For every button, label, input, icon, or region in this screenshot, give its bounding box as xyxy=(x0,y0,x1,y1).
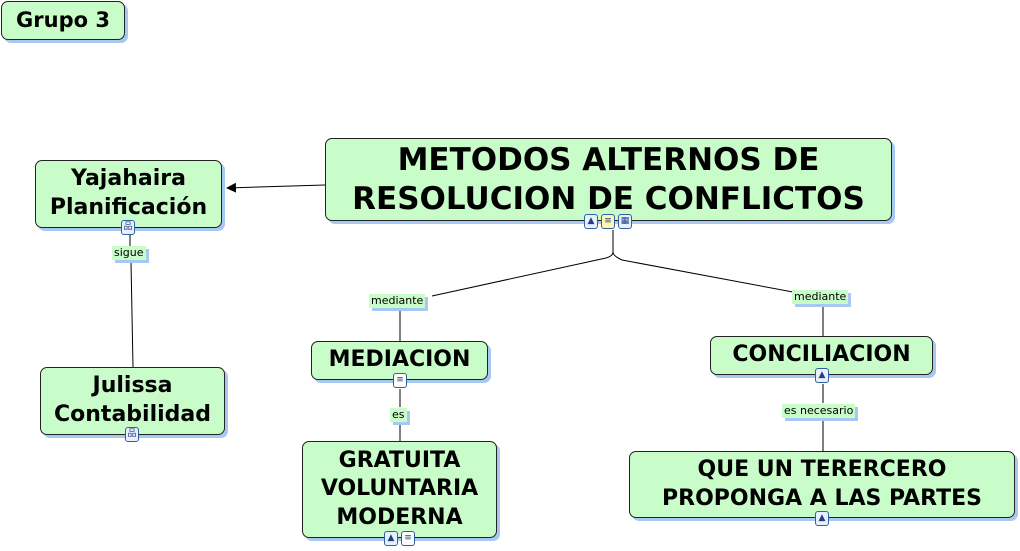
image-resource-icon[interactable]: ▲ xyxy=(815,368,829,383)
document-resource-icon[interactable]: ≡ xyxy=(601,214,615,229)
link-label-mediante[interactable]: mediante xyxy=(792,290,849,304)
node-grupo-3[interactable]: Grupo 3 xyxy=(1,1,125,40)
submap-icon[interactable]: 品 xyxy=(121,220,135,235)
document-resource-icon[interactable]: ≡ xyxy=(393,373,407,388)
document-resource-icon[interactable]: ≡ xyxy=(401,531,415,546)
submap-icon[interactable]: 品 xyxy=(125,427,139,442)
link-label-sigue[interactable]: sigue xyxy=(112,246,146,260)
video-resource-icon[interactable]: ▦ xyxy=(618,214,632,229)
node-gratuita[interactable]: GRATUITA VOLUNTARIA MODERNA xyxy=(302,441,497,538)
image-resource-icon[interactable]: ▲ xyxy=(815,511,829,526)
link-label-es[interactable]: es xyxy=(390,408,407,422)
node-tercero[interactable]: QUE UN TERERCERO PROPONGA A LAS PARTES xyxy=(629,451,1015,518)
link-label-es-necesario[interactable]: es necesario xyxy=(782,404,856,418)
node-yajahaira[interactable]: Yajahaira Planificación xyxy=(35,160,222,228)
image-resource-icon[interactable]: ▲ xyxy=(384,531,398,546)
link-label-mediante[interactable]: mediante xyxy=(369,294,426,308)
node-julissa[interactable]: Julissa Contabilidad xyxy=(40,367,225,435)
node-metodos-alternos[interactable]: METODOS ALTERNOS DE RESOLUCION DE CONFLI… xyxy=(325,138,892,221)
image-resource-icon[interactable]: ▲ xyxy=(584,214,598,229)
